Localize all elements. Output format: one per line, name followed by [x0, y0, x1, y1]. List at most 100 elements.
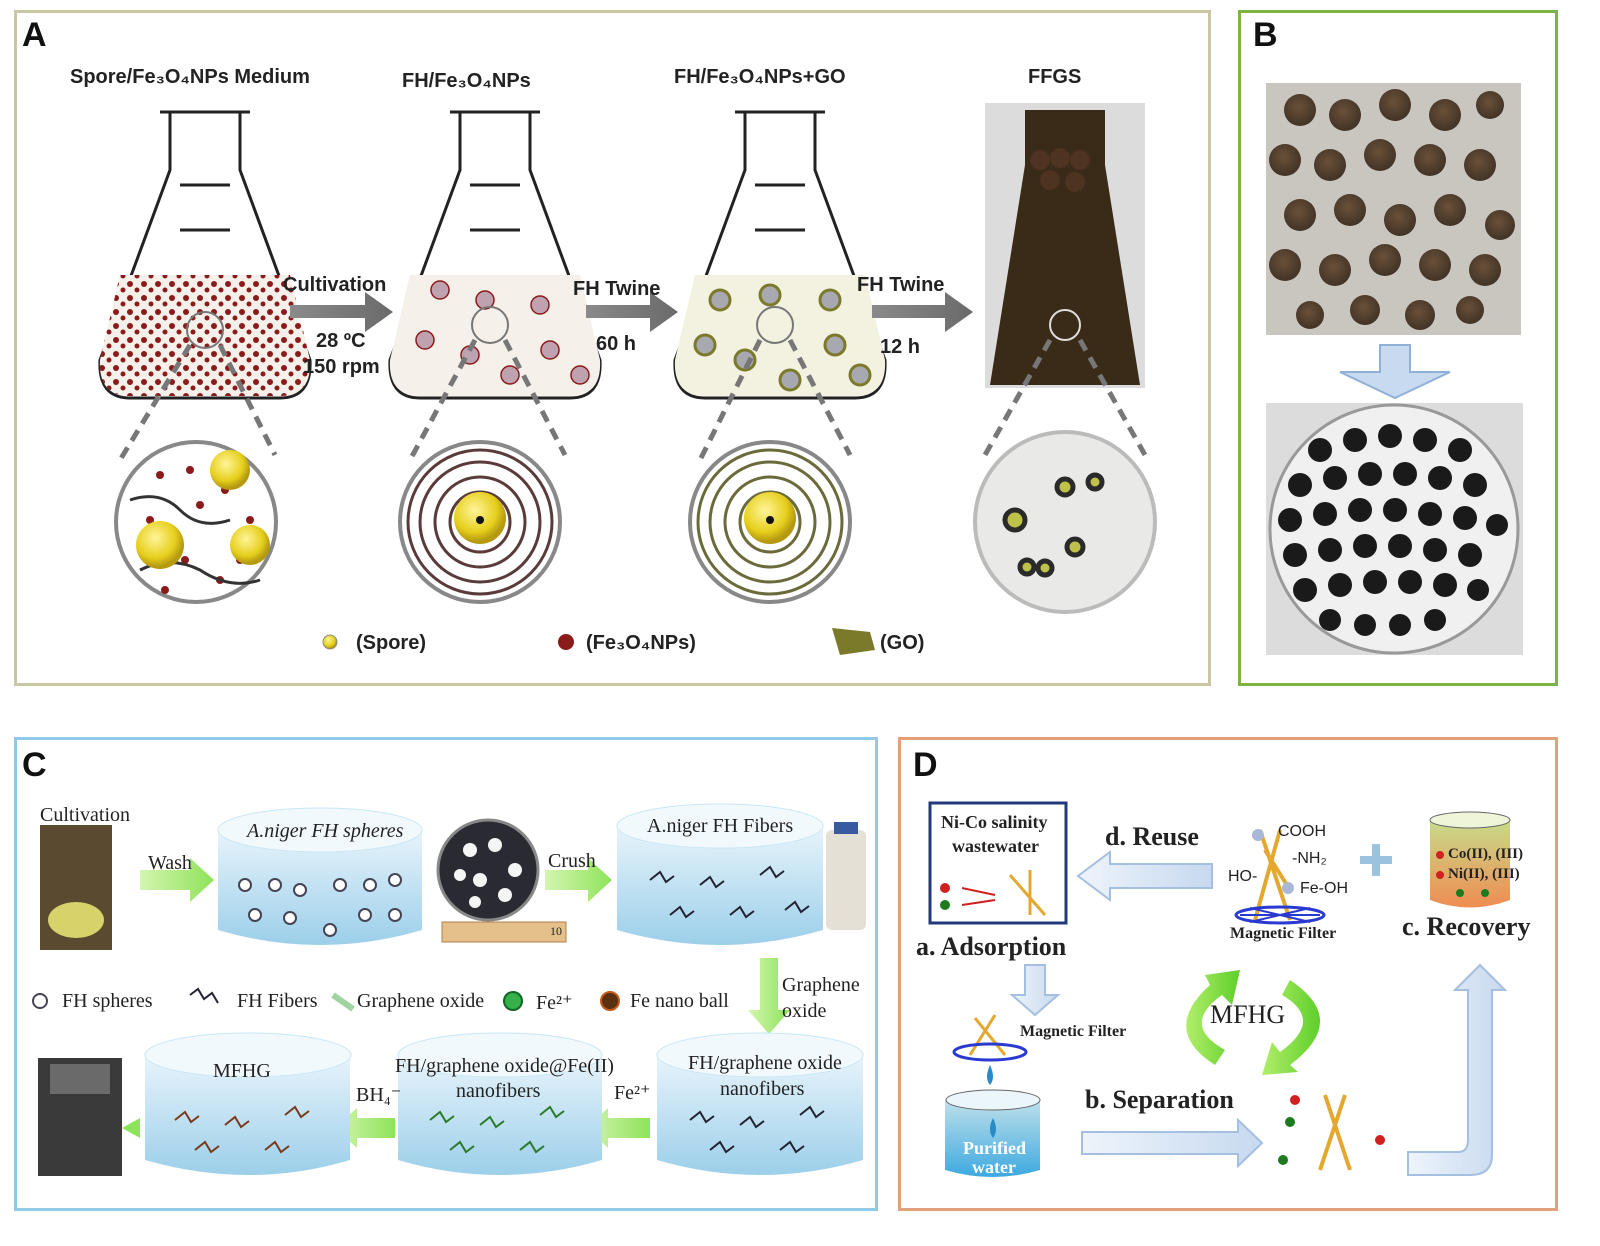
- legend-c-spheres: FH spheres: [62, 990, 153, 1012]
- zoom-circle-2: [398, 440, 562, 604]
- flask-4-photo: [985, 103, 1145, 388]
- fe2-arrow-label: Fe²⁺: [614, 1082, 651, 1104]
- flask-2-title: FH/Fe₃O₄NPs: [402, 70, 531, 92]
- legend-c-icons: [32, 987, 620, 1012]
- legend-c-go: Graphene oxide: [357, 990, 485, 1012]
- metals-label-2: Ni(II), (III): [1448, 866, 1520, 882]
- legend-a-spore: (Spore): [356, 632, 426, 654]
- flask-1: [98, 110, 312, 400]
- panel-b-label: B: [1253, 16, 1278, 54]
- arrow-a2-time: 60 h: [596, 333, 637, 355]
- go-nanofibers-2: nanofibers: [720, 1078, 805, 1100]
- cylinder-go-nanofibers: [656, 1032, 864, 1175]
- arrow-a3: [872, 292, 973, 332]
- arrow-a2-label: FH Twine: [573, 278, 661, 300]
- arrow-crush: [545, 858, 612, 902]
- wastewater-box: [928, 801, 1068, 925]
- zoom-circle-1: [114, 440, 278, 604]
- graphene-label-2: oxide: [782, 1000, 827, 1022]
- flask-4-title: FFGS: [1028, 66, 1082, 88]
- flask-2: [388, 110, 602, 400]
- cylinder-mfhg: [144, 1032, 352, 1175]
- legend-c-fibers: FH Fibers: [237, 990, 318, 1012]
- legend-a-go: (GO): [880, 632, 925, 654]
- arrow-a1: [290, 292, 393, 332]
- fe-nanofibers-2: nanofibers: [456, 1080, 541, 1102]
- arrow-a3-label: FH Twine: [857, 274, 945, 296]
- mfhg-molecule-loaded: [1278, 1094, 1385, 1171]
- flask-1-title: Spore/Fe₃O₄NPs Medium: [70, 66, 310, 88]
- panel-b-arrow: [1339, 344, 1451, 400]
- group-nh2: -NH₂: [1292, 850, 1327, 867]
- recovery-beaker: [1429, 811, 1511, 908]
- arrow-separation: [1081, 1117, 1264, 1169]
- purified-water-beaker: [945, 1089, 1041, 1177]
- arrow-a2: [586, 292, 678, 332]
- plus-sign: [1360, 844, 1392, 876]
- bh4-arrow-label: BH₄⁻: [356, 1084, 402, 1106]
- panel-c: [14, 737, 878, 1211]
- mfhg-cycle-label: MFHG: [1210, 1000, 1286, 1029]
- recovery-label: c. Recovery: [1402, 912, 1531, 941]
- arrow-recovery: [1407, 963, 1508, 1176]
- cultivation-label: Cultivation: [40, 804, 130, 826]
- legend-c-fenano: Fe nano ball: [630, 990, 729, 1012]
- bottle-photo: [826, 830, 866, 930]
- separation-filter: [952, 1014, 1028, 1085]
- separation-label: b. Separation: [1085, 1085, 1234, 1114]
- arrow-graphene: [748, 958, 790, 1034]
- legend-a-fe3o4: (Fe₃O₄NPs): [586, 632, 696, 654]
- ruler-label: 10: [550, 924, 562, 938]
- graphene-label-1: Graphene: [782, 974, 860, 996]
- panel-c-label: C: [22, 746, 47, 784]
- arrow-reuse: [1076, 850, 1213, 902]
- cycle-arc-left: [1186, 970, 1240, 1065]
- wash-label: Wash: [148, 852, 192, 874]
- cylinder-fibers: [616, 803, 824, 945]
- purified-label-2: water: [972, 1157, 1016, 1177]
- cycle-arc-right: [1262, 980, 1320, 1075]
- magnetic-filter-top: Magnetic Filter: [1230, 925, 1337, 942]
- cylinder-fe-nanofibers: [397, 1032, 603, 1175]
- group-feoh: Fe-OH: [1300, 880, 1348, 897]
- arrow-wash: [140, 858, 214, 902]
- wastewater-label-1: Ni-Co salinity: [941, 812, 1048, 832]
- arrow-adsorption: [1009, 964, 1061, 1017]
- flask-3: [673, 110, 887, 400]
- arrow-a3-time: 12 h: [880, 336, 921, 358]
- cylinder-spheres: [217, 807, 423, 945]
- reuse-label: d. Reuse: [1105, 822, 1199, 851]
- arrow-a1-cond2: 150 rpm: [303, 356, 380, 378]
- mfhg-molecule-top: [1234, 829, 1326, 925]
- panel-b: [1238, 10, 1558, 686]
- petri-dish-a: [973, 430, 1157, 614]
- adsorption-label: a. Adsorption: [916, 932, 1067, 961]
- fe-nanofibers-1: FH/graphene oxide@Fe(II): [395, 1055, 614, 1077]
- go-nanofibers-1: FH/graphene oxide: [688, 1052, 842, 1074]
- arrow-a1-label: Cultivation: [283, 274, 387, 296]
- spheres-title: A.niger FH spheres: [247, 820, 404, 842]
- legend-a-icons: [322, 628, 875, 655]
- group-cooh: COOH: [1278, 823, 1326, 840]
- metals-label-1: Co(II), (III): [1448, 846, 1523, 862]
- purified-label-1: Purified: [963, 1138, 1026, 1158]
- arrow-a1-cond1: 28 ºC: [316, 330, 366, 352]
- wastewater-label-2: wastewater: [952, 836, 1039, 856]
- panel-d: [898, 737, 1558, 1211]
- ruler: [441, 921, 567, 943]
- legend-c-fe2: Fe²⁺: [536, 992, 573, 1014]
- panel-a-label: A: [22, 16, 47, 54]
- zoom-circle-3: [688, 440, 852, 604]
- panel-d-label: D: [913, 746, 938, 784]
- group-ho: HO-: [1228, 868, 1258, 885]
- mfhg-c-title: MFHG: [213, 1060, 271, 1082]
- fibers-title: A.niger FH Fibers: [647, 815, 794, 837]
- dish-photo-c: [436, 818, 540, 922]
- flask-3-title: FH/Fe₃O₄NPs+GO: [674, 66, 846, 88]
- zoom-lines: [117, 338, 1148, 462]
- magnetic-filter-bottom: Magnetic Filter: [1020, 1023, 1127, 1040]
